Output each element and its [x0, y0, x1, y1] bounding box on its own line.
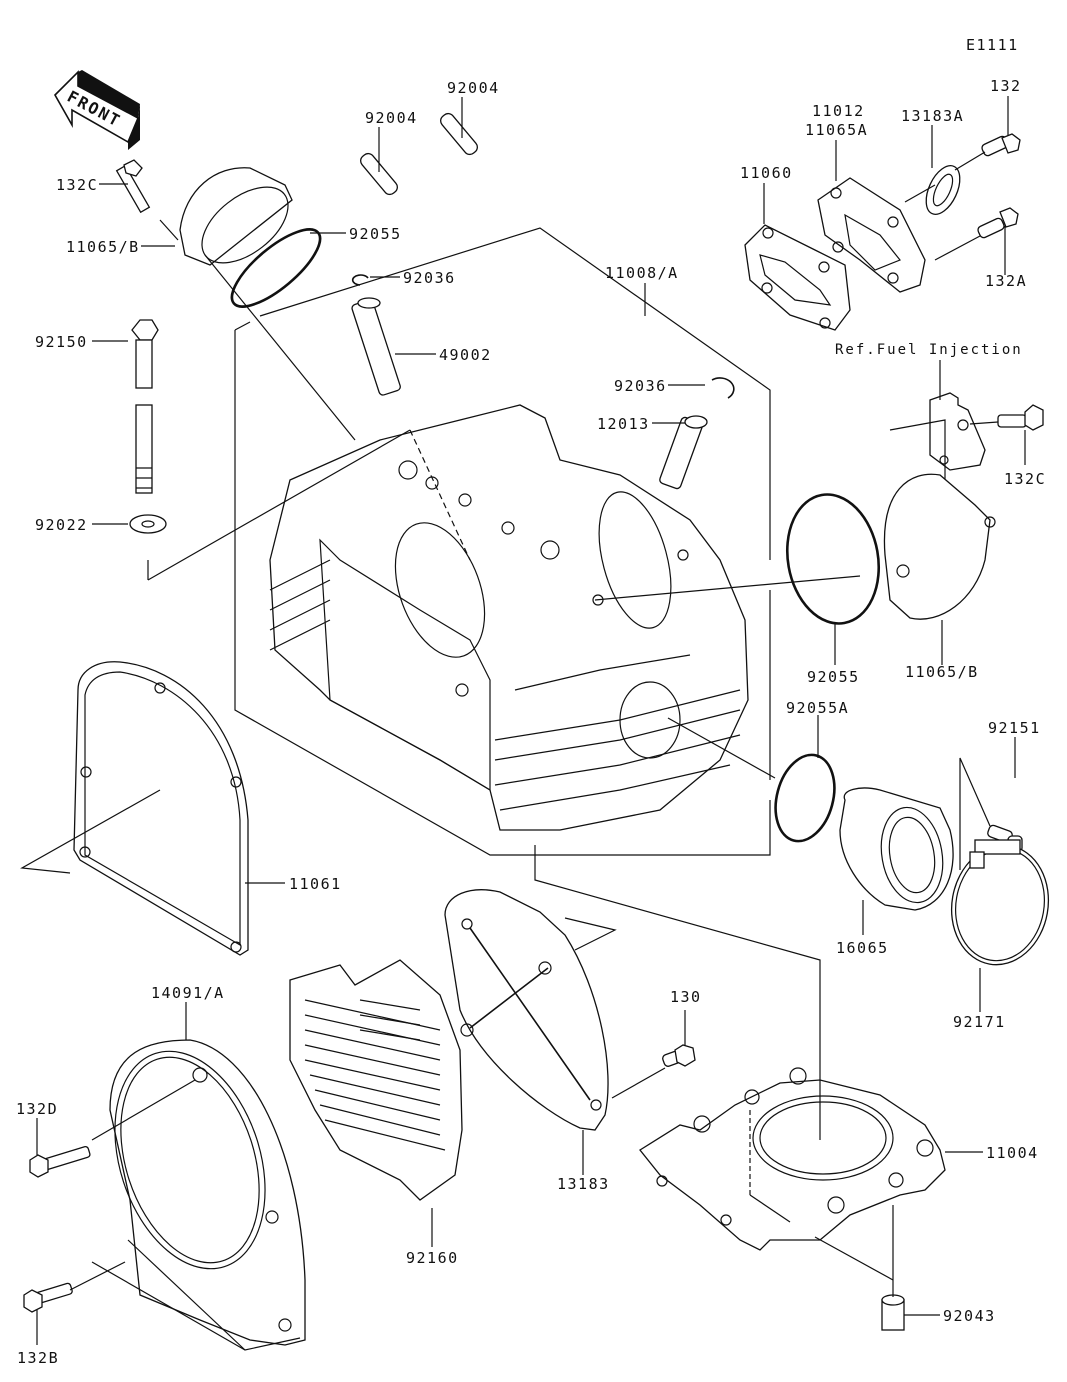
callout-11065b-right[interactable]: 11065/B	[905, 663, 979, 681]
callout-92150[interactable]: 92150	[35, 333, 88, 351]
clip-92036-left[interactable]	[351, 274, 369, 286]
cylinder-head-11008a[interactable]	[269, 404, 749, 831]
callout-130[interactable]: 130	[670, 988, 702, 1006]
callout-92055a[interactable]: 92055A	[786, 699, 849, 717]
plate-13183a[interactable]	[919, 161, 966, 220]
callout-132c-right[interactable]: 132C	[1004, 470, 1046, 488]
callout-132d[interactable]: 132D	[16, 1100, 58, 1118]
callout-92004-b[interactable]: 92004	[447, 79, 500, 97]
callout-11065a[interactable]: 11065A	[805, 121, 868, 139]
bolt-132a[interactable]	[977, 207, 1019, 239]
callout-92043[interactable]: 92043	[943, 1307, 996, 1325]
head-gasket-11004[interactable]	[639, 1067, 946, 1251]
callout-92160[interactable]: 92160	[406, 1249, 459, 1267]
bolt-130[interactable]	[662, 1044, 696, 1067]
callout-11061[interactable]: 11061	[289, 875, 342, 893]
plate-13183[interactable]	[444, 889, 609, 1131]
damper-92160[interactable]	[289, 959, 463, 1201]
callout-12013[interactable]: 12013	[597, 415, 650, 433]
washer-92022[interactable]	[129, 514, 167, 534]
callout-11004[interactable]: 11004	[986, 1144, 1039, 1162]
ref-fuel-injection-note: Ref.Fuel Injection	[835, 342, 1023, 358]
dowel-pin-92043[interactable]	[881, 1294, 905, 1331]
callout-11008a[interactable]: 11008/A	[605, 264, 679, 282]
gasket-11061[interactable]	[73, 661, 249, 956]
callout-16065[interactable]: 16065	[836, 939, 889, 957]
callout-11060[interactable]: 11060	[740, 164, 793, 182]
callout-13183[interactable]: 13183	[557, 1175, 610, 1193]
stud-92004-a[interactable]	[358, 151, 400, 197]
callout-92055-right[interactable]: 92055	[807, 668, 860, 686]
callout-92171[interactable]: 92171	[953, 1013, 1006, 1031]
bolt-132d[interactable]	[29, 1146, 91, 1178]
cover-14091a[interactable]	[89, 1032, 306, 1346]
callout-92004-a[interactable]: 92004	[365, 109, 418, 127]
callout-11012[interactable]: 11012	[812, 102, 865, 120]
callout-11065b-left[interactable]: 11065/B	[66, 238, 140, 256]
callout-49002[interactable]: 49002	[439, 346, 492, 364]
holder-16065[interactable]	[839, 787, 954, 911]
callout-92055-left[interactable]: 92055	[349, 225, 402, 243]
cylinder-head-frame	[234, 227, 771, 856]
front-arrow-icon: FRONT	[54, 70, 140, 150]
callout-92022[interactable]: 92022	[35, 516, 88, 534]
bolt-132[interactable]	[981, 133, 1021, 157]
gasket-11060[interactable]	[744, 224, 851, 331]
o-ring-92055a[interactable]	[767, 748, 844, 847]
bracket-ref-fuel-injection[interactable]	[929, 392, 986, 471]
intake-cover-right[interactable]	[883, 473, 996, 620]
clip-92036-right[interactable]	[711, 377, 735, 399]
callout-132b[interactable]: 132B	[17, 1349, 59, 1367]
bolt-132c-top[interactable]	[115, 159, 151, 214]
o-ring-92055-right[interactable]	[777, 487, 888, 631]
stud-92004-b[interactable]	[438, 111, 480, 157]
callout-92036-right[interactable]: 92036	[614, 377, 667, 395]
valve-guide-12013[interactable]	[659, 415, 708, 490]
bolt-132b[interactable]	[23, 1282, 73, 1313]
bolt-92150[interactable]	[131, 319, 159, 494]
valve-guide-49002[interactable]	[351, 297, 401, 396]
intake-cover-left[interactable]	[179, 167, 302, 278]
diagram-code: E1111	[966, 36, 1019, 54]
cap-11012[interactable]	[817, 177, 926, 293]
clamp-92171[interactable]	[942, 838, 1057, 973]
callout-132[interactable]: 132	[990, 77, 1022, 95]
bolt-132c-right[interactable]	[997, 404, 1044, 431]
callout-92151[interactable]: 92151	[988, 719, 1041, 737]
callout-13183a[interactable]: 13183A	[901, 107, 964, 125]
callout-92036-left[interactable]: 92036	[403, 269, 456, 287]
callout-14091a[interactable]: 14091/A	[151, 984, 225, 1002]
callout-132a[interactable]: 132A	[985, 272, 1027, 290]
callout-132c-top[interactable]: 132C	[56, 176, 98, 194]
